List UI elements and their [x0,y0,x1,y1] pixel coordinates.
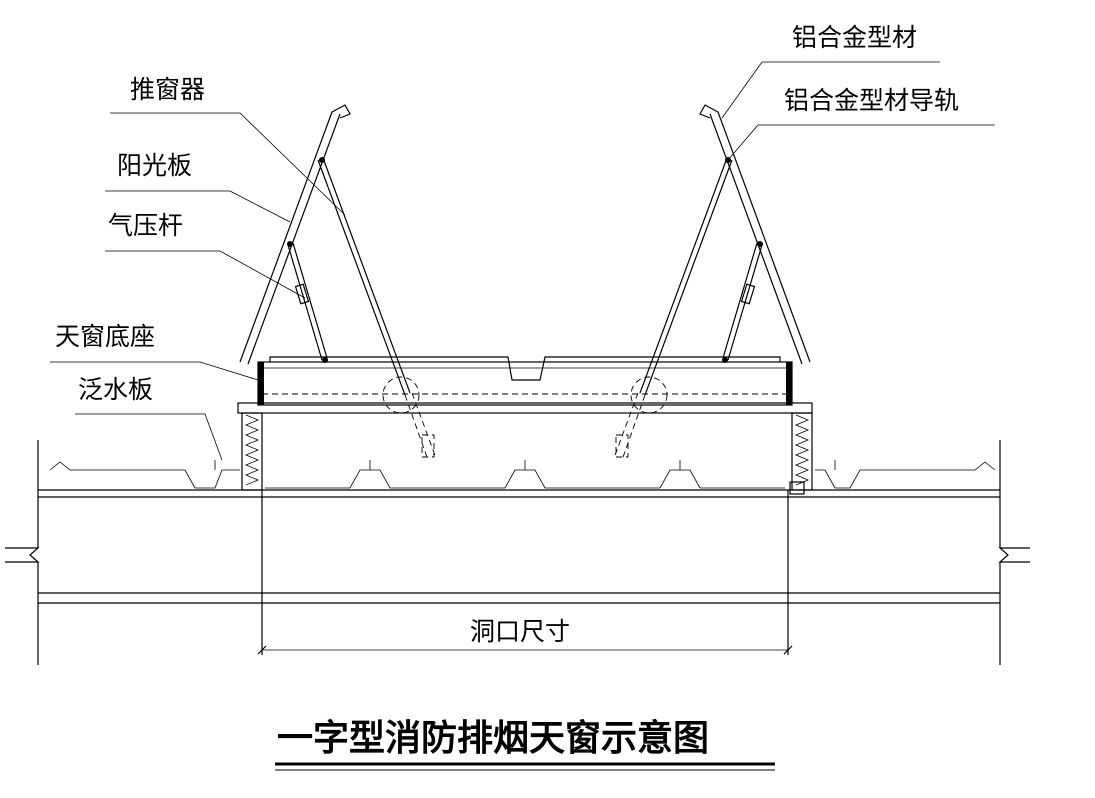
label-aluminum-profile: 铝合金型材 [792,23,917,52]
label-polycarbonate-sheet: 阳光板 [117,151,192,180]
right-sash [613,104,811,461]
label-opening-size: 洞口尺寸 [470,617,570,646]
label-flashing: 泛水板 [78,375,153,404]
label-window-opener: 推窗器 [130,75,205,104]
opening-dimension [257,645,793,655]
roof-structure [5,440,1030,665]
label-aluminum-guide-rail: 铝合金型材导轨 [784,86,959,115]
diagram-title: 一字型消防排烟天窗示意图 [277,718,709,759]
left-sash [239,104,437,461]
skylight-base [257,356,793,406]
flashing-upstand [237,402,813,495]
label-skylight-base: 天窗底座 [55,322,155,351]
leader-lines [50,61,995,461]
label-gas-strut: 气压杆 [108,211,183,240]
